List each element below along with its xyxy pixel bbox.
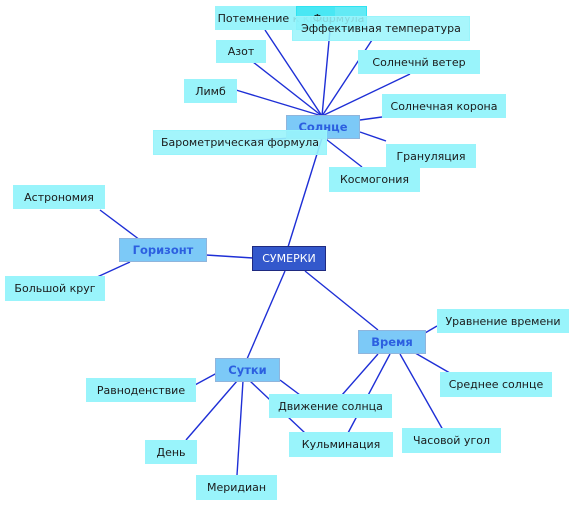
leaf-meridian[interactable]: Меридиан <box>196 475 277 500</box>
edge-sun-granulation <box>359 131 387 142</box>
edge-time-equation <box>424 325 438 334</box>
branch-time[interactable]: Время <box>358 330 426 354</box>
edge-day-equinox <box>192 372 218 387</box>
leaf-limb[interactable]: Лимб <box>184 79 237 103</box>
edge-sun-limb <box>235 89 323 117</box>
leaf-barometric-formula[interactable]: Барометрическая формула <box>153 130 327 155</box>
edge-sun-corona <box>359 116 383 121</box>
leaf-culmination[interactable]: Кульминация <box>289 432 393 457</box>
leaf-granulation[interactable]: Грануляция <box>386 144 476 168</box>
leaf-solar-corona[interactable]: Солнечная корона <box>382 94 506 118</box>
edge-time-hour-angle <box>399 353 444 431</box>
edge-root-sun <box>287 137 323 248</box>
branch-horizon[interactable]: Горизонт <box>119 238 207 262</box>
leaf-mean-sun[interactable]: Среднее солнце <box>440 372 552 397</box>
branch-day[interactable]: Сутки <box>215 358 280 382</box>
edge-day-day <box>185 380 238 441</box>
edge-horizon-astronomy <box>99 209 141 241</box>
leaf-azot[interactable]: Азот <box>216 40 266 63</box>
leaf-hour-angle[interactable]: Часовой угол <box>402 428 501 453</box>
edge-sun-formula <box>321 29 331 117</box>
edge-sun-potemnenie <box>264 29 323 117</box>
leaf-cosmogony[interactable]: Космогония <box>329 167 420 192</box>
leaf-astronomy[interactable]: Астрономия <box>13 185 105 209</box>
edge-day-sun-motion <box>279 379 301 396</box>
leaf-day[interactable]: День <box>145 440 197 464</box>
edge-root-horizon <box>205 254 254 259</box>
edge-sun-cosmogony <box>321 135 363 168</box>
edge-time-culmination <box>347 353 391 434</box>
edge-root-time <box>304 270 379 331</box>
edge-sun-wind <box>321 73 411 117</box>
leaf-equation-of-time[interactable]: Уравнение времени <box>437 309 569 333</box>
leaf-sun-motion[interactable]: Движение солнца <box>269 394 392 418</box>
leaf-effective-temperature[interactable]: Эффективная температура <box>292 16 470 41</box>
edge-root-day <box>246 270 286 360</box>
leaf-great-circle[interactable]: Большой круг <box>5 276 105 301</box>
root-node[interactable]: СУМЕРКИ <box>252 246 326 271</box>
edge-time-sun-motion <box>341 353 379 396</box>
leaf-solar-wind[interactable]: Солнечнй ветер <box>358 50 480 74</box>
edge-sun-azot <box>252 61 323 117</box>
edge-day-meridian <box>236 380 244 476</box>
edge-horizon-great-circle <box>94 261 131 279</box>
leaf-equinox[interactable]: Равноденствие <box>86 378 196 402</box>
